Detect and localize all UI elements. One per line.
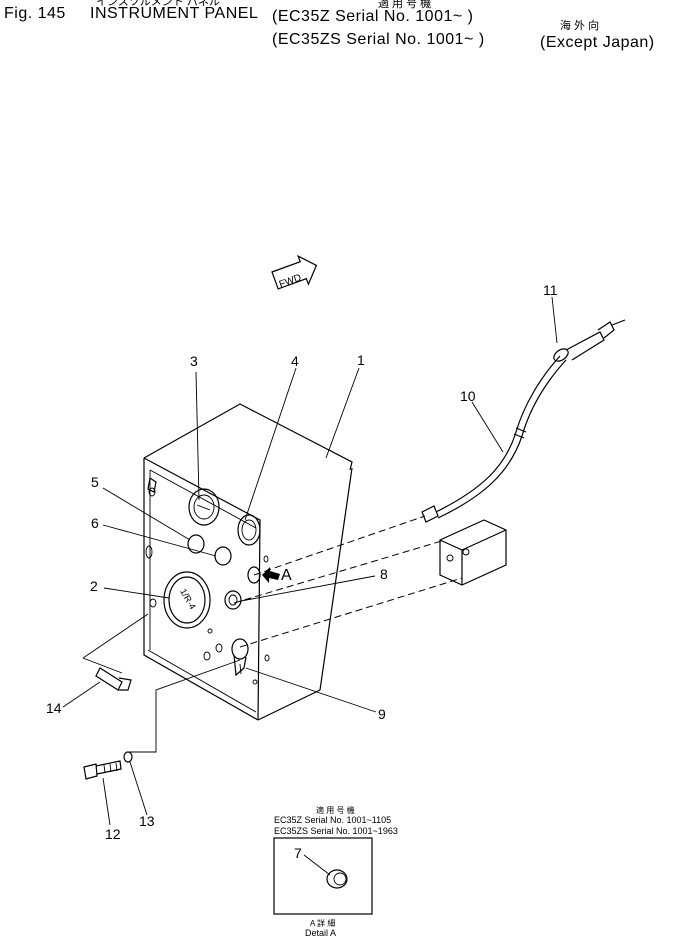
callout-8: 8 [380, 566, 388, 582]
serial-line-2: (EC35ZS Serial No. 1001~ ) [272, 31, 485, 48]
hourmeter-gauge-item-2 [163, 571, 211, 629]
applicability-jp: 適 用 号 機 [378, 0, 432, 10]
lamp-item-6 [214, 546, 232, 566]
callout-10: 10 [460, 388, 476, 404]
bolt-item-12 [83, 760, 122, 780]
callout-4: 4 [291, 353, 299, 369]
detail-caption-jp: A 詳 細 [310, 919, 336, 928]
key-switch-item-9 [231, 638, 249, 677]
lamp-item-8 [224, 590, 242, 610]
detail-applicability-jp: 適 用 号 機 [316, 806, 355, 815]
lamp-item-5 [187, 534, 205, 554]
small-hole-near-a [247, 555, 269, 584]
instrument-panel-box [143, 403, 353, 721]
meter-cable-item-10 [421, 355, 567, 523]
callout-2: 2 [90, 578, 98, 594]
callout-12: 12 [105, 826, 121, 842]
gauge-item-3 [188, 488, 220, 526]
callout-3: 3 [190, 353, 198, 369]
detail-serial-line-2: EC35ZS Serial No. 1001~1963 [274, 826, 398, 836]
destination-en: (Except Japan) [540, 34, 655, 51]
callout-14: 14 [46, 700, 62, 716]
fwd-arrow-icon [271, 254, 318, 290]
bolt-item-14 [95, 667, 132, 691]
figure-number: Fig. 145 [4, 5, 66, 22]
callout-11: 11 [543, 282, 558, 298]
cover-bracket [439, 519, 507, 586]
figure-title: INSTRUMENT PANEL [90, 5, 259, 22]
callout-7: 7 [294, 845, 302, 861]
detail-serial-line-1: EC35Z Serial No. 1001~1105 [274, 815, 392, 825]
title-jp: インスツルメント パネル [96, 0, 220, 8]
washer-item-13 [123, 751, 133, 763]
detail-caption-en: Detail A [305, 928, 337, 938]
callout-13: 13 [139, 813, 155, 829]
serial-line-1: (EC35Z Serial No. 1001~ ) [272, 8, 474, 25]
gauge-item-4 [237, 514, 261, 546]
grommet-item-11 [553, 319, 626, 362]
callout-6: 6 [91, 515, 99, 531]
callout-5: 5 [91, 474, 99, 490]
callout-1: 1 [357, 352, 365, 368]
detail-a-plug-item-7 [326, 869, 348, 889]
destination-jp: 海 外 向 [560, 20, 600, 32]
callout-9: 9 [378, 706, 386, 722]
bracket-top [147, 476, 157, 493]
view-a-label: A [281, 567, 292, 584]
